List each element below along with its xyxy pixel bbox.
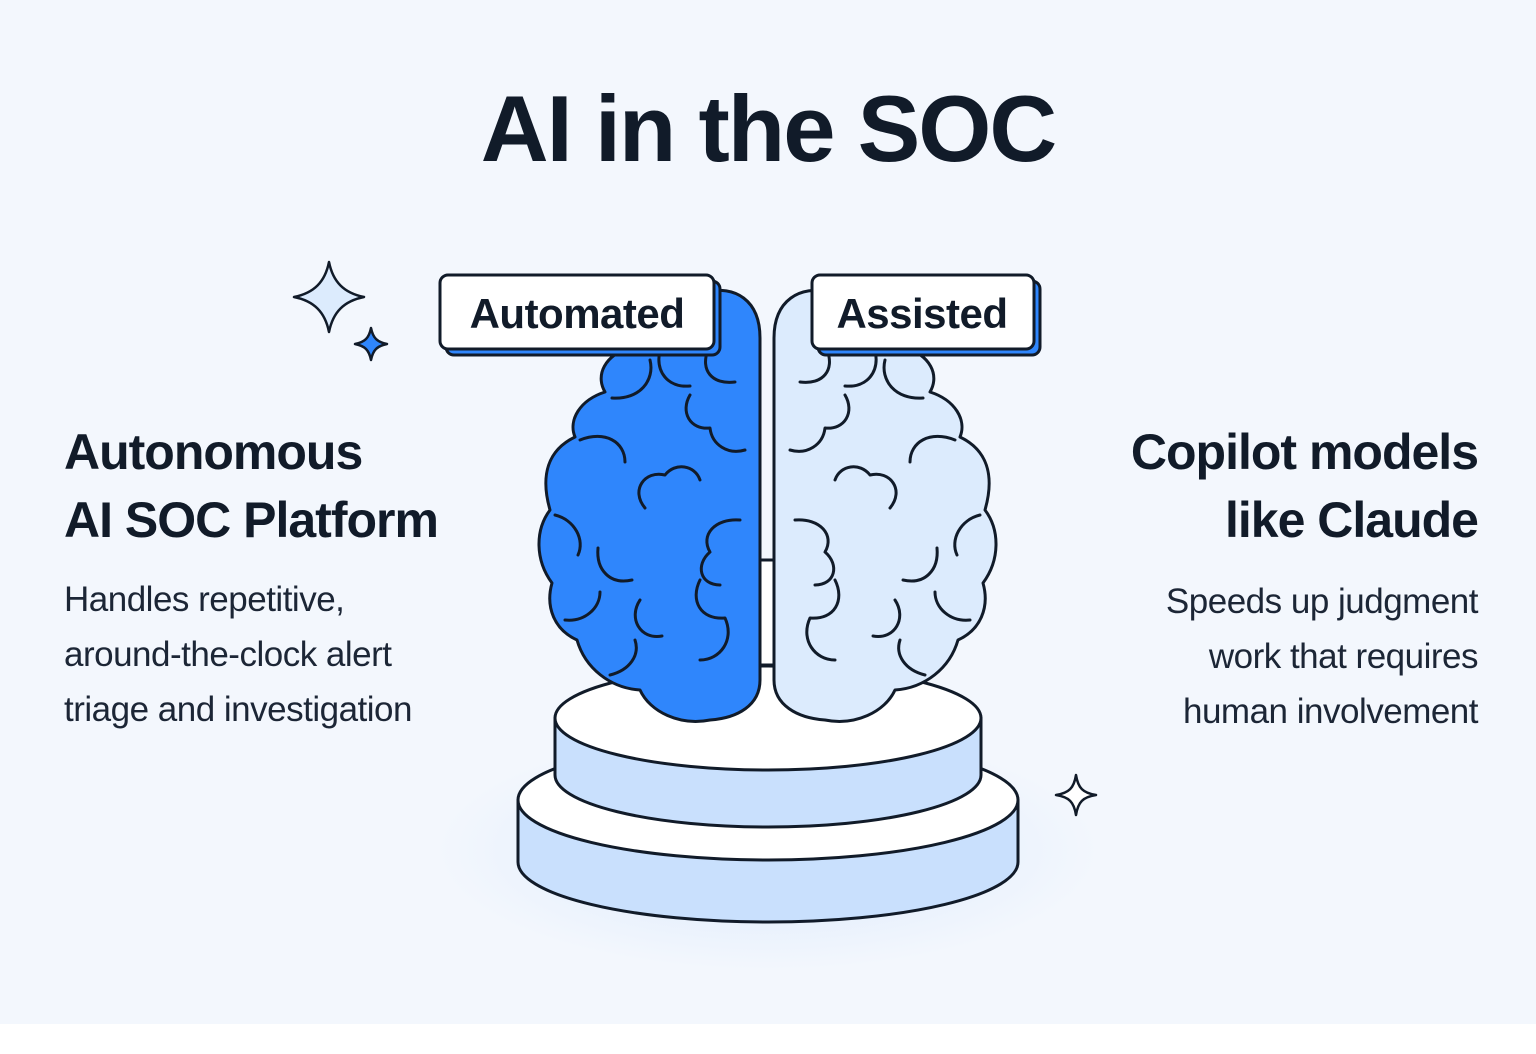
- left-heading-line-2: AI SOC Platform: [64, 492, 439, 548]
- left-description-line-2: around-the-clock alert: [64, 635, 392, 674]
- right-description-line-3: human involvement: [1183, 692, 1479, 731]
- sparkle-icon: [292, 260, 366, 334]
- pedestal-icon: [516, 664, 1020, 924]
- tag-assisted-label: Assisted: [836, 290, 1007, 337]
- right-text-block: Copilot models like Claude Speeds up jud…: [1000, 418, 1479, 739]
- right-description-line-1: Speeds up judgment: [1165, 582, 1479, 621]
- brain-right-folds: [788, 348, 982, 677]
- right-description: Speeds up judgment work that requires hu…: [1000, 574, 1479, 739]
- sparkle-icon: [1054, 773, 1098, 817]
- sparkle-icon: [353, 326, 389, 362]
- brain-icon: [537, 288, 998, 723]
- left-description-line-3: triage and investigation: [64, 690, 412, 729]
- infographic: AI in the SOC: [0, 0, 1536, 1024]
- tag-assisted: Assisted: [810, 273, 1042, 357]
- left-text-block: Autonomous AI SOC Platform Handles repet…: [64, 418, 524, 737]
- tag-automated: Automated: [438, 273, 722, 357]
- right-description-line-2: work that requires: [1208, 637, 1479, 676]
- left-description: Handles repetitive, around-the-clock ale…: [64, 572, 524, 737]
- brain-left-folds: [553, 348, 747, 677]
- left-heading-line-1: Autonomous: [64, 424, 363, 480]
- right-heading-line-1: Copilot models: [1130, 424, 1479, 480]
- right-heading-line-2: like Claude: [1225, 492, 1479, 548]
- illustration: Automated Assisted: [292, 260, 1098, 970]
- page-title: AI in the SOC: [480, 76, 1058, 181]
- left-description-line-1: Handles repetitive,: [64, 580, 345, 619]
- tag-automated-label: Automated: [470, 290, 685, 337]
